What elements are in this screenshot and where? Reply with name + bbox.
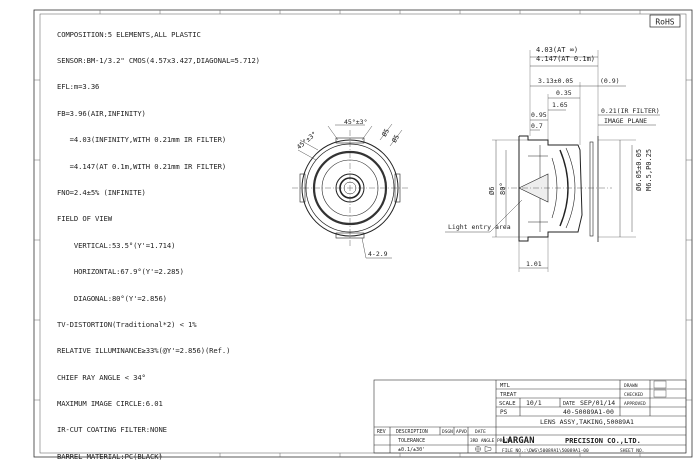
scale-value: 10/1 (526, 399, 542, 407)
image-plane-label: IMAGE PLANE (604, 117, 647, 125)
fb-infinity-dim: 4.03(AT ∞) (536, 46, 578, 54)
drawing-title: LENS ASSY,TAKING,50089A1 (540, 418, 634, 426)
rohs-label: RoHS (655, 18, 674, 27)
spec-line: BARREL MATERIAL:PC(BLACK) (57, 451, 163, 461)
spec-line: =4.03(INFINITY,WITH 0.21mm IR FILTER) (57, 135, 227, 145)
projection-symbol (475, 446, 492, 452)
tolerance-value: ±0.1/±30' (398, 447, 425, 453)
dim-angle-80: 80° (499, 182, 507, 195)
drawing-number: 40-50089A1-00 (563, 408, 614, 416)
dim-dia-6: Ø6 (488, 187, 496, 195)
spec-line: FNO=2.4±5% (INFINITE) (57, 187, 146, 197)
dim-dia-6-05: Ø6.05±0.05 (635, 149, 643, 191)
spec-line: VERTICAL:53.5°(Y'=1.714) (57, 240, 176, 250)
file-number: FILE NO.:\DWG\50089A1\50089A1-00 (502, 448, 589, 454)
spec-line: IR-CUT COATING FILTER:NONE (57, 425, 167, 435)
description-label: DESCRIPTION (396, 429, 428, 435)
light-entry-label: Light entry area (448, 223, 511, 231)
dim-3-13: 3.13±0.05 (538, 77, 573, 85)
spec-line: TV-DISTORTION(Traditional*2) < 1% (57, 319, 197, 329)
company-logo: LARGAN (502, 436, 535, 446)
spec-line: RELATIVE ILLUMINANCE≥33%(@Y'=2.856)(Ref.… (57, 346, 231, 356)
dim-1-01: 1.01 (526, 260, 542, 268)
date2-label: DATE (475, 429, 486, 435)
zone-ticks (34, 10, 692, 457)
tolerance-label: TOLERANCE (398, 438, 425, 444)
dim-0-21: 0.21(IR FILTER) (601, 107, 660, 115)
dim-1-65: 1.65 (552, 101, 568, 109)
dim-thread: M6.5,P0.25 (645, 149, 653, 191)
outer-border (33, 9, 693, 458)
rev-label: REV (377, 429, 386, 435)
date-label: DATE (563, 401, 575, 407)
slot-dim: 4-2.9 (368, 250, 388, 258)
dim-0-95: 0.95 (531, 111, 547, 119)
dim-0-35: 0.35 (556, 89, 572, 97)
checked-stamp (653, 389, 667, 398)
checked-label: CHECKED (624, 392, 643, 398)
dia-dim-2: Ø5 (390, 133, 401, 144)
drawn-stamp (653, 380, 667, 389)
spec-line: =4.147(AT 0.1m,WITH 0.21mm IR FILTER) (57, 161, 227, 171)
inner-border (39, 13, 687, 454)
spec-line: HORIZONTAL:67.9°(Y'=2.285) (57, 267, 184, 277)
apvd-label: APVD (456, 429, 467, 435)
mtl-label: MTL (500, 383, 511, 389)
angle-projection-label: 3RD ANGLE PROJN (470, 438, 511, 444)
spec-line: COMPOSITION:5 ELEMENTS,ALL PLASTIC (57, 29, 201, 39)
drawn-label: DRAWN (624, 383, 638, 389)
title-block (373, 379, 687, 454)
spec-line: CHIEF RAY ANGLE < 34° (57, 372, 146, 382)
rohs-badge (649, 14, 681, 28)
company-name: PRECISION CO.,LTD. (565, 437, 641, 445)
spec-line: DIAGONAL:80°(Y'=2.856) (57, 293, 167, 303)
date-value: SEP/01/14 (580, 399, 615, 407)
spec-line: SENSOR:BM-1/3.2" CMOS(4.57x3.427,DIAGONA… (57, 55, 260, 65)
dsgn-label: DSGN (442, 429, 453, 435)
scale-label: SCALE (499, 401, 516, 407)
dia-dim-1: Ø5 (380, 127, 391, 138)
fb-near-dim: 4.147(AT 0.1m) (536, 55, 595, 63)
dim-0-7: 0.7 (531, 122, 543, 130)
spec-line: FIELD OF VIEW (57, 214, 112, 224)
spec-notes: COMPOSITION:5 ELEMENTS,ALL PLASTIC SENSO… (57, 13, 260, 470)
treat-label: TREAT (500, 392, 517, 398)
side-view (445, 50, 660, 272)
spec-line: MAXIMUM IMAGE CIRCLE:6.01 (57, 399, 163, 409)
spec-line: EFL:m=3.36 (57, 82, 100, 92)
approved-label: APPROVED (624, 401, 646, 407)
dim-0-9: (0.9) (600, 77, 620, 85)
chamfer-left-dim: 45°±3° (295, 130, 318, 151)
chamfer-top-dim: 45°±3° (344, 118, 367, 126)
spec-line: FB=3.96(AIR,INFINITY) (57, 108, 146, 118)
sheet-number-label: SHEET NO. (620, 448, 644, 454)
front-view (292, 123, 408, 259)
ps-label: PS (500, 409, 508, 416)
